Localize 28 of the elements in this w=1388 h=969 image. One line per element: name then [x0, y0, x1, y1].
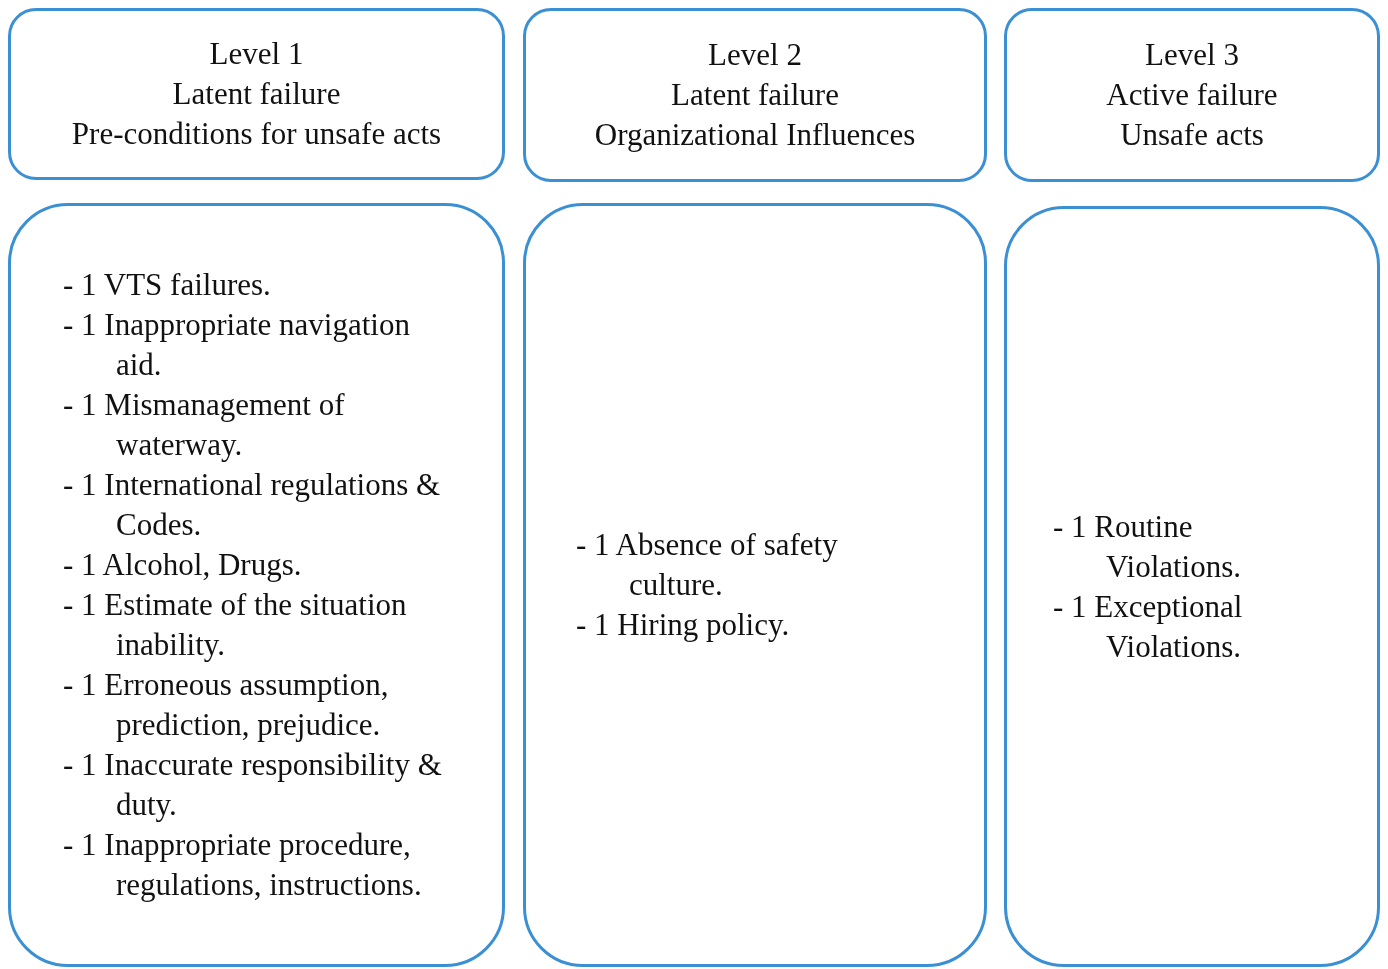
heading-text: Level 2: [708, 36, 802, 74]
list-item: - 1 Estimate of the situation inability.: [63, 586, 408, 664]
header-box: [8, 8, 505, 180]
heading-text: Unsafe acts: [1120, 116, 1264, 154]
list-item: - 1 Inappropriate navigation aid.: [63, 306, 411, 384]
heading-text: Level 1: [209, 35, 304, 73]
list-item: - 1 International regulations & Codes.: [63, 466, 442, 544]
list-box: [523, 203, 987, 967]
heading-text: Organizational Influences: [594, 116, 916, 154]
list-item: - 1 Mismanagement of waterway.: [63, 386, 346, 464]
header-box: [1004, 8, 1380, 182]
header-box: [523, 8, 987, 182]
list-item: - 1 Erroneous assumption, prediction, prejudice.: [63, 666, 390, 744]
list-item: - 1 Exceptional Violations.: [1053, 587, 1244, 666]
list-item: - 1 Hiring policy.: [576, 606, 791, 644]
list-box: [1004, 206, 1380, 967]
list-item: - 1 Alcohol, Drugs.: [63, 546, 303, 584]
heading-text: Level 3: [1145, 36, 1239, 74]
heading-text: Latent failure: [671, 76, 839, 114]
list-item: - 1 Routine Violations.: [1053, 507, 1243, 586]
list-item: - 1 Absence of safety culture.: [576, 526, 839, 604]
list-item: - 1 Inaccurate responsibility & duty.: [63, 746, 443, 824]
heading-text: Latent failure: [172, 75, 341, 113]
list-item: - 1 VTS failures.: [63, 266, 272, 304]
heading-text: Active failure: [1106, 76, 1278, 114]
list-item: - 1 Inappropriate procedure, regulations, instructions.: [63, 826, 423, 904]
heading-text: Pre-conditions for unsafe acts: [71, 115, 442, 153]
list-box: [8, 203, 505, 967]
